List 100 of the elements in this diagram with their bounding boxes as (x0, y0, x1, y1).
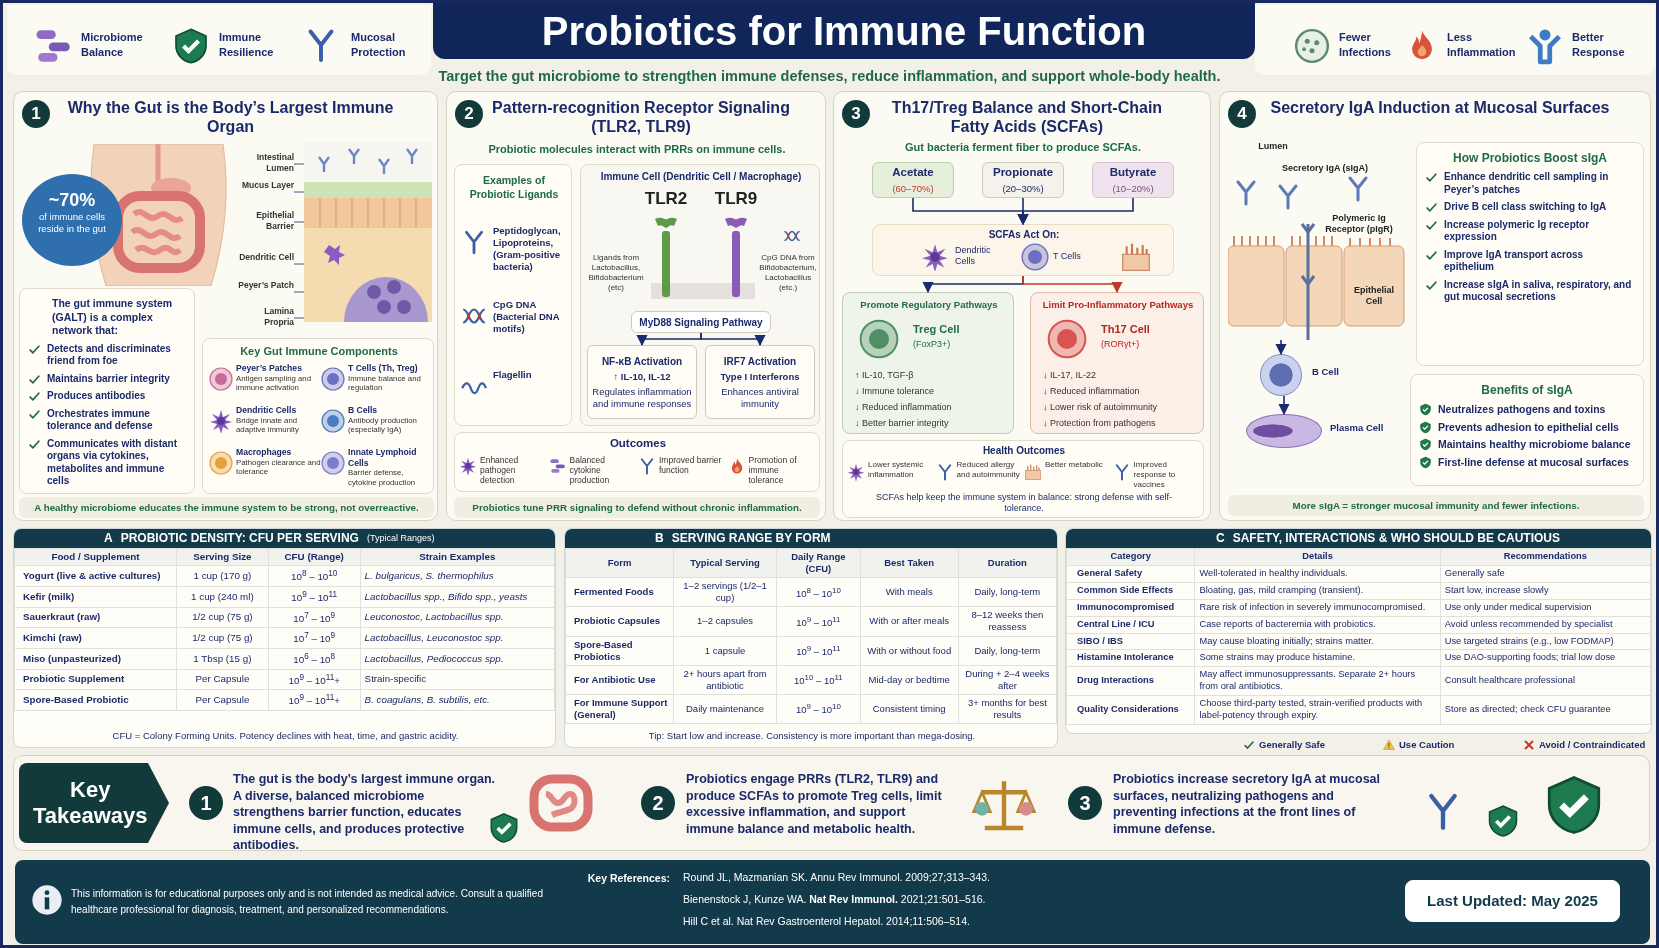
table-note: CFU = Colony Forming Units. Potency declines with heat, time, and gastric acidity. (111, 729, 460, 743)
cell-marker: (FoxP3+) (913, 339, 952, 350)
date-badge (1405, 880, 1620, 922)
table-cell: 8–12 weeks then reassess (958, 606, 1057, 637)
process-box (872, 162, 954, 198)
table-cell: Mid-day or bedtime (860, 665, 959, 695)
card-heading: Key Gut Immune Components (239, 345, 399, 358)
list-item: Maintains healthy microbiome balance (1438, 438, 1632, 451)
table-title: SAFETY, INTERACTIONS & WHO SHOULD BE CAUTIOUS (1232, 530, 1560, 547)
column-header: Typical Serving (673, 548, 777, 578)
table-cell: Daily, long-term (958, 636, 1057, 666)
diagram-label: Epithelial Cell (1353, 285, 1395, 307)
table-subtitle: (Typical Ranges) (366, 532, 435, 545)
table-cell: Per Capsule (176, 669, 269, 690)
box-heading: Last Updated: May 2025 (1427, 892, 1598, 910)
leader-line (293, 163, 305, 165)
box-text: Regulates inflammation and immune responses (592, 385, 692, 410)
table-cell: Lactobacillus, Pediococcus spp. (360, 648, 555, 670)
card-heading: SCFAs Act On: (987, 228, 1061, 241)
list-item: Maintains barrier integrity (47, 372, 171, 385)
component-name: Peyer’s Patches (236, 363, 303, 374)
panel-title: Th17/Treg Balance and Short-Chain Fatty Acids (SCFAs) (890, 98, 1164, 136)
table-cell: 10$^{7}$ – 10$^{9}$ (268, 627, 361, 649)
table-cell: Daily maintenance (673, 694, 777, 724)
layer-label: Peyer’s Patch (238, 280, 294, 304)
outcome-text: Reduced allergy and autoimmunity (956, 460, 1021, 480)
panel-title: Why the Gut is the Body’s Largest Immune Organ (66, 98, 395, 136)
outcome-text: Promotion of immune tolerance (748, 455, 798, 485)
page-title: Probiotics for Immune Function (433, 3, 1255, 59)
process-box (982, 162, 1064, 198)
box-heading: Acetate (892, 165, 934, 180)
outcome-text: Better metabolic (1045, 460, 1104, 470)
list-item: Communicates with distant organs via cytokines, metabolites and immune cells (47, 437, 178, 488)
table-cell: Quality Considerations (1066, 695, 1195, 725)
list-item: Prevents adhesion to epithelial cells (1438, 420, 1620, 433)
receptor-label: TLR9 (713, 189, 759, 209)
table-cell: 10$^{9}$ – 10$^{11}$+ (268, 689, 361, 711)
card-heading: Outcomes (608, 436, 668, 450)
disclaimer-text: This information is for educational purposes only and is not intended as medical advice. Consult a qualified healthcare professional for diagnosis, treatment, and personalized recommendations. (71, 887, 544, 917)
ligand-name: Peptidoglycan, Lipoproteins, (Gram-positive bacteria) (493, 225, 562, 273)
card-heading: Limit Pro-Inflammatory Pathways (1041, 299, 1195, 311)
table-cell: Central Line / ICU (1066, 616, 1195, 634)
receptor-label: TLR2 (643, 189, 689, 209)
info-card (454, 432, 820, 492)
table-cell: Lactobacillus spp., Bifido spp., yeasts (360, 586, 555, 608)
component-name: Macrophages (236, 447, 293, 458)
table-cell: Immunocompromised (1066, 599, 1195, 617)
column-header: Best Taken (860, 548, 959, 578)
table-cell: SIBO / IBS (1066, 633, 1195, 650)
outcome-text: Improved barrier function (659, 455, 723, 475)
process-box (1092, 162, 1174, 198)
percentage-value: ~70% (47, 190, 97, 211)
table-cell: Common Side Effects (1066, 582, 1195, 600)
table-cell: 3+ months for best results (958, 694, 1057, 724)
card-heading: How Probiotics Boost sIgA (1452, 151, 1608, 166)
layer-label: Dendritic Cell (238, 252, 294, 276)
takeaways-tag: Key Takeaways (19, 763, 169, 843)
table-cell: General Safety (1066, 565, 1195, 583)
pathway-card (1030, 292, 1204, 434)
leader-line (293, 317, 305, 319)
table-cell: 1 cup (170 g) (176, 565, 269, 587)
ligand-name: Flagellin (493, 369, 533, 381)
column-header: Food / Supplement (14, 548, 177, 566)
cell-label: B Cell (1312, 366, 1340, 378)
table-title: PROBIOTIC DENSITY: CFU PER SERVING (120, 530, 359, 547)
info-card (202, 338, 434, 494)
table-cell: Kimchi (raw) (14, 627, 177, 649)
table-cell: 10$^{8}$ – 10$^{10}$ (268, 565, 361, 587)
component-name: Dendritic Cells (236, 405, 298, 416)
table-cell: 10$^{10}$ – 10$^{11}$ (776, 665, 861, 695)
table-card (564, 528, 1058, 748)
column-header: Category (1066, 548, 1195, 566)
table-cell: With meals (860, 577, 959, 607)
cell-label: Plasma Cell (1330, 422, 1385, 434)
cell-name: Th17 Cell (1101, 323, 1151, 336)
cell-panel (580, 164, 820, 426)
subtitle: Target the gut microbiome to strengthen immune defenses, reduce inflammation, and support whole-body health. (437, 67, 1222, 85)
column-header: Form (565, 548, 674, 578)
table-cell: May affect immunosuppressants. Separate 2+ hours from oral antibiotics. (1194, 666, 1441, 696)
arrow (636, 332, 702, 347)
section-letter: C (1216, 530, 1225, 547)
table-cell: 10$^{6}$ – 10$^{8}$ (268, 648, 361, 670)
summary-banner: Probiotics tune PRR signaling to defend without chronic inflammation. (454, 497, 820, 518)
table-cell: 1/2 cup (75 g) (176, 607, 269, 628)
list-item: Drive B cell class switching to IgA (1444, 201, 1608, 214)
diagram-label: Secretory IgA (sIgA) (1280, 163, 1370, 174)
layer-label: Epithelial Barrier (238, 210, 294, 234)
component-name: B Cells (348, 405, 379, 416)
leader-line (293, 263, 305, 265)
list-item: Improve IgA transport across epithelium (1444, 248, 1585, 274)
table-cell: Use DAO-supporting foods; trial low dose (1440, 649, 1651, 667)
table-cell: Use targeted strains (e.g., low FODMAP) (1440, 633, 1651, 650)
table-cell: Strain-specific (360, 669, 555, 690)
takeaway-text: The gut is the body’s largest immune organ. A diverse, balanced microbiome strengthens barrier function, educates immune cells, and produces protective antibodies. (233, 771, 497, 854)
table-cell: Sauerkraut (raw) (14, 607, 177, 628)
table-card (13, 528, 556, 748)
box-text: (10–20%) (1112, 182, 1154, 195)
table-cell: Case reports of bacteremia with probiotics. (1194, 616, 1441, 634)
takeaway-text: Probiotics increase secretory IgA at mucosal surfaces, neutralizing pathogens and preventing infections at the front lines of immune defense. (1113, 771, 1381, 837)
section-letter: B (655, 530, 664, 547)
